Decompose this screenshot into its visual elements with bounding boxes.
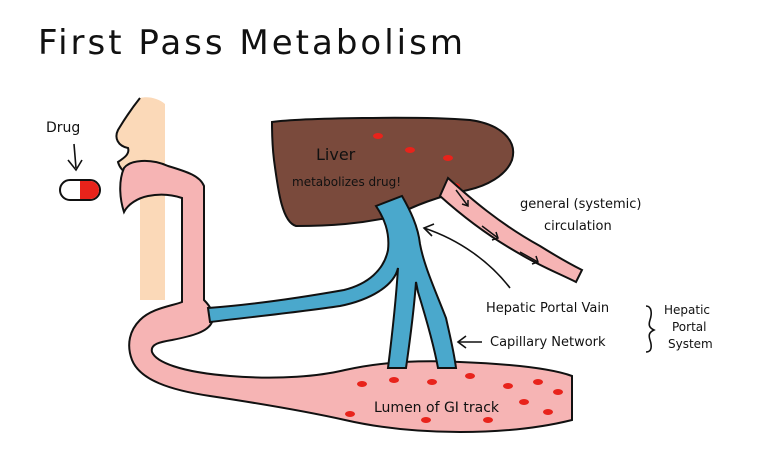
drug-particle <box>345 411 355 417</box>
liver-action-label: metabolizes drug! <box>292 175 401 189</box>
systemic-vessel <box>438 176 584 284</box>
gi-particles <box>345 373 563 423</box>
drug-particle <box>503 383 513 389</box>
general-circulation-label: general (systemic) <box>520 197 641 212</box>
gi-tract <box>119 160 573 434</box>
drug-particle <box>543 409 553 415</box>
drug-particle <box>533 379 543 385</box>
diagram-title: First Pass Metabolism <box>38 23 466 63</box>
hepatic-portal-vein <box>206 194 458 369</box>
circulation-arrows <box>455 189 539 265</box>
hepatic-portal-system-label-3: System <box>668 337 713 351</box>
hepatic-portal-system-label-2: Portal <box>672 320 706 334</box>
hepatic-portal-vein-label: Hepatic Portal Vain <box>486 301 609 316</box>
general-circulation-label-2: circulation <box>544 219 612 234</box>
drug-particle <box>553 389 563 395</box>
arrow-left-icon <box>456 335 482 349</box>
drug-label: Drug <box>46 120 80 136</box>
drug-particle <box>421 417 431 423</box>
gi-lumen-label: Lumen of GI track <box>374 400 500 416</box>
drug-particle <box>519 399 529 405</box>
capillary-network-label: Capillary Network <box>490 335 606 350</box>
drug-particle <box>443 155 453 161</box>
drug-particle <box>465 373 475 379</box>
pill-icon <box>59 179 101 201</box>
face-outline <box>115 97 141 181</box>
drug-particle <box>389 377 399 383</box>
drug-particle <box>357 381 367 387</box>
arrow-down-icon <box>67 143 83 172</box>
hepatic-portal-system-label-1: Hepatic <box>664 303 710 317</box>
liver-label: Liver <box>316 145 356 164</box>
drug-particle <box>373 133 383 139</box>
drug-particle <box>405 147 415 153</box>
brace-icon <box>645 305 656 353</box>
drug-particle <box>483 417 493 423</box>
curved-arrow-icon <box>422 223 511 289</box>
drug-particle <box>427 379 437 385</box>
